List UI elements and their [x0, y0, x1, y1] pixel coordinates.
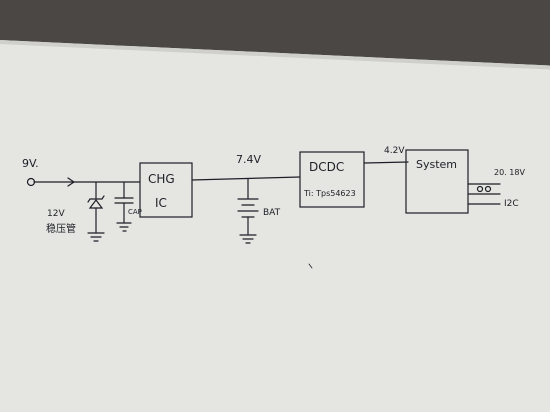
schematic: 9V. 12V 稳压管 CAP CHG IC 7.4V — [22, 146, 525, 269]
dcdc-to-system-wire — [363, 161, 409, 164]
output-voltage-label: 20. 18V — [494, 168, 525, 177]
charger-to-dcdc-wire — [191, 176, 301, 181]
system-voltage-label: 4.2V — [384, 146, 405, 156]
cap-label: CAP — [128, 208, 142, 216]
input-voltage-label: 9V. — [22, 157, 39, 170]
input-arrow-icon — [67, 177, 76, 187]
output-terminal-2 — [484, 185, 492, 193]
zener-bar — [87, 195, 105, 203]
charger-ic-line1: CHG — [148, 172, 175, 186]
system-line1: System — [416, 158, 457, 171]
battery-label: BAT — [263, 208, 281, 218]
battery-voltage-label: 7.4V — [236, 153, 261, 166]
zener-name-label: 稳压管 — [46, 222, 76, 235]
charger-ic-line2: IC — [155, 196, 167, 210]
paper-shadow-edge — [0, 40, 550, 70]
dcdc-line2: Ti: Tps54623 — [303, 189, 356, 198]
charger-ic-block — [139, 162, 193, 218]
dcdc-block — [299, 151, 365, 208]
zener-voltage-label: 12V — [47, 209, 65, 219]
pencil-mark — [308, 263, 313, 269]
dcdc-line1: DCDC — [309, 160, 344, 174]
output-i2c-label: I2C — [504, 199, 519, 209]
system-block — [405, 149, 469, 214]
paper-sheet — [0, 40, 550, 412]
output-terminal-1 — [476, 185, 484, 193]
